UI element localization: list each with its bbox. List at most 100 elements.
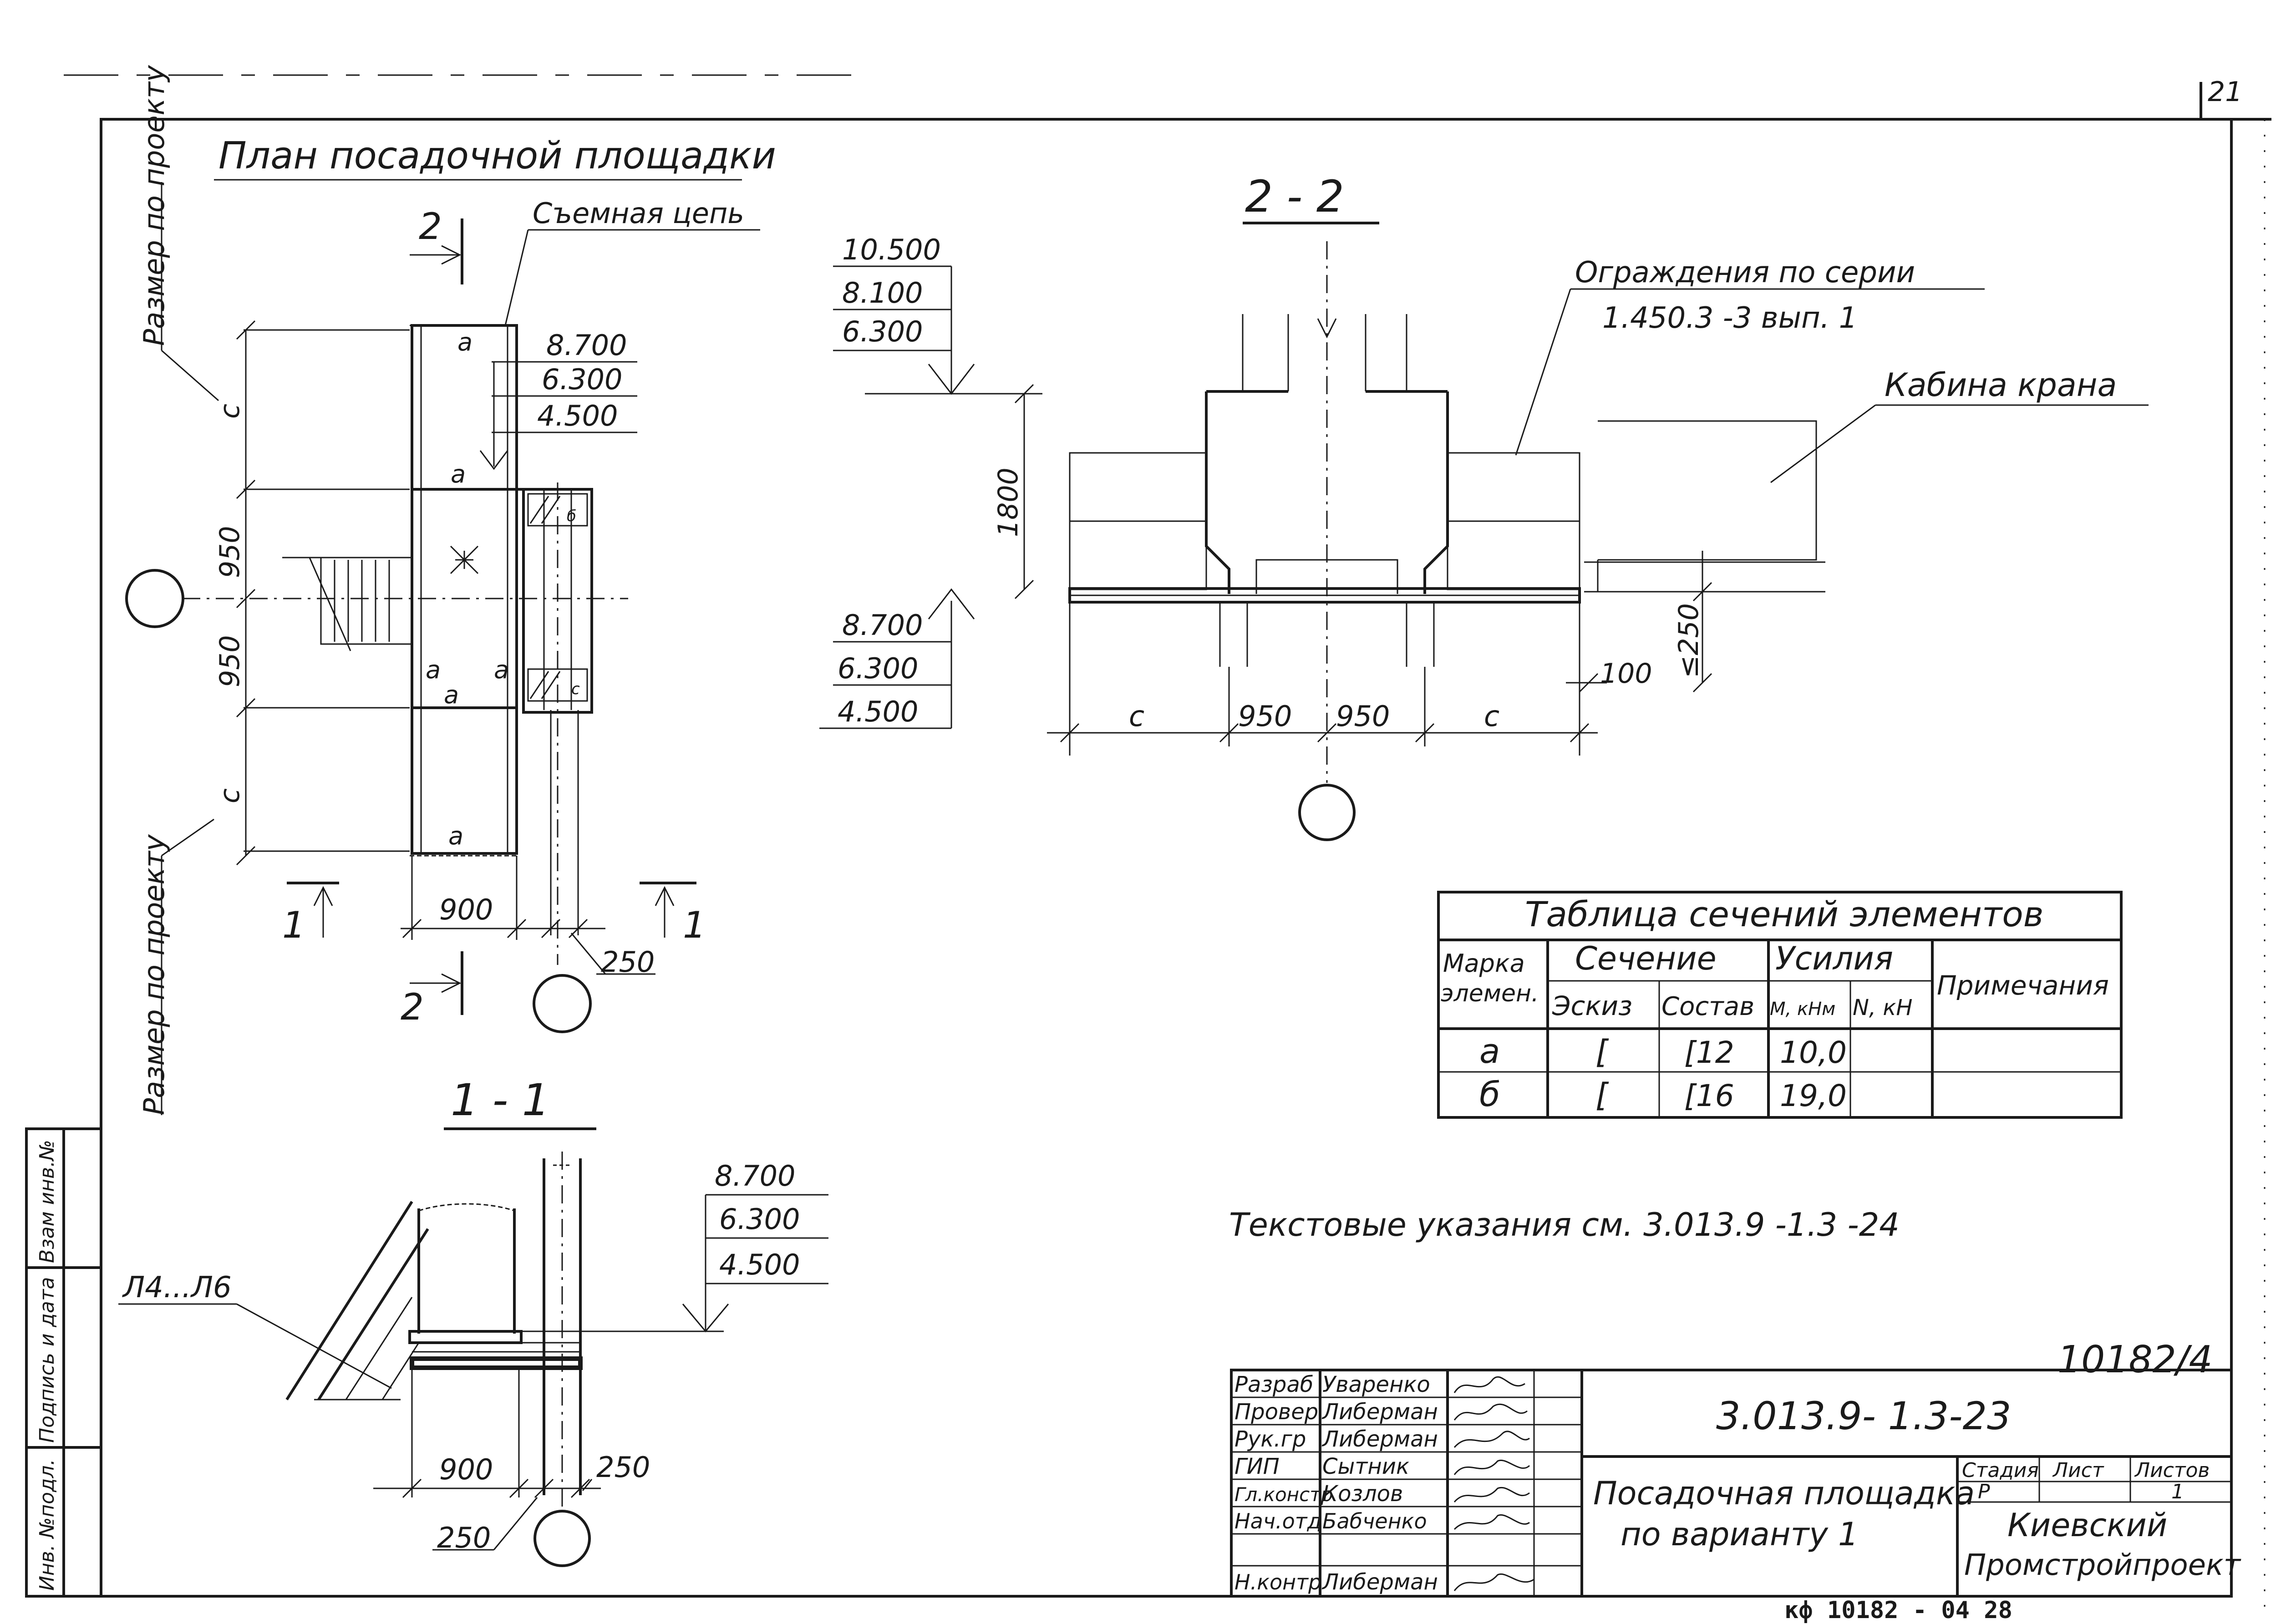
table-header-forces: Усилия	[1775, 940, 1893, 977]
side-stamp-replace-inv: Взам инв.№	[36, 1140, 59, 1263]
tb-sheets-header: Листов	[2134, 1459, 2210, 1482]
plan-view: План посадочной площадки Размер по проек…	[125, 65, 776, 1115]
table-header-m: М, кНм	[1770, 999, 1835, 1020]
tb-role-2: Провер	[1235, 1399, 1318, 1425]
plan-mark-a-2: а	[451, 460, 466, 488]
plan-dim-250: 250	[601, 945, 655, 979]
s22-level-bottom-3: 4.500	[838, 695, 919, 728]
plan-section-1-right: 1	[683, 904, 706, 946]
side-stamp: Взам инв.№ Подпись и дата Инв. №подл.	[25, 1127, 102, 1598]
sheet-corner-number: 21	[2208, 76, 2242, 108]
plan-mark-a-1: а	[457, 328, 472, 356]
table-row-1-m: 10,0	[1780, 1035, 1847, 1070]
plan-mark-a-6: а	[448, 822, 463, 850]
section-2-2-title: 2 - 2	[1245, 171, 1344, 222]
plan-section-2-bottom: 2	[401, 986, 424, 1028]
tb-stage-header: Стадия	[1962, 1459, 2039, 1482]
section-table: Таблица сечений элементов Марка элемен. …	[1437, 891, 2123, 1119]
plan-mark-b: б	[567, 507, 576, 525]
s11-level-1: 8.700	[715, 1159, 796, 1193]
tb-name-6: Бабченко	[1322, 1509, 1427, 1533]
tb-role-4: ГИП	[1235, 1454, 1280, 1479]
tb-footer-code: кф 10182 - 04 28	[1784, 1597, 2012, 1624]
plan-dim-950-bottom: 950	[214, 635, 246, 687]
tb-role-5: Гл.констр	[1235, 1483, 1333, 1506]
tb-stage: Р	[1978, 1480, 1990, 1503]
table-header-mark-1: Марка	[1443, 949, 1525, 978]
s22-level-top-2: 8.100	[842, 276, 923, 310]
plan-title: План посадочной площадки	[218, 134, 776, 178]
plan-size-label-bottom: Размер по проекту	[137, 834, 171, 1115]
s22-level-top-1: 10.500	[842, 233, 941, 266]
s22-level-bottom-2: 6.300	[838, 652, 919, 685]
s22-dim-950-right: 950	[1336, 700, 1390, 733]
table-row-1-mark: а	[1479, 1032, 1500, 1071]
table-row-2-composition: [16	[1684, 1078, 1734, 1113]
text-note: Текстовые указания см. 3.013.9 -1.3 -24	[1229, 1206, 1900, 1243]
tb-role-1: Разраб	[1235, 1372, 1313, 1397]
plan-mark-c: с	[571, 680, 580, 698]
plan-dim-900: 900	[439, 893, 493, 926]
plan-mark-a-5: а	[444, 680, 459, 709]
table-row-2-mark: б	[1479, 1075, 1500, 1114]
s11-level-3: 4.500	[719, 1248, 800, 1281]
section-1-1: 1 - 1 8.700 6.300 4.500 Л4...Л6	[118, 1075, 828, 1567]
s11-dim-250-right: 250	[596, 1451, 650, 1484]
plan-dim-c-top: c	[214, 404, 246, 419]
s22-dim-c-left: c	[1129, 700, 1144, 733]
s22-level-top-3: 6.300	[842, 315, 923, 348]
tb-name-8: Либерман	[1321, 1569, 1438, 1595]
plan-size-label-top: Размер по проекту	[137, 65, 171, 346]
table-header-section: Сечение	[1575, 940, 1717, 977]
s22-dim-950-left: 950	[1238, 700, 1292, 733]
tb-doc-title-1: Посадочная площадка	[1593, 1475, 1975, 1512]
table-row-2-sketch: [	[1595, 1076, 1609, 1114]
tb-role-3: Рук.гр	[1235, 1426, 1306, 1452]
s22-dim-c-right: c	[1484, 700, 1499, 733]
plan-chain-label: Съемная цепь	[533, 197, 744, 230]
s22-fence-label-2: 1.450.3 -3 вып. 1	[1602, 301, 1857, 335]
tb-name-1: Уваренко	[1322, 1372, 1430, 1397]
table-header-n: N, кН	[1853, 995, 1913, 1020]
signature-marks	[1453, 1376, 1534, 1591]
s22-level-bottom-1: 8.700	[842, 609, 923, 642]
section-2-2: 2 - 2 10.500 8.100 6.300 8.700 6.300 4.5…	[819, 171, 2149, 841]
tb-role-6: Нач.отд	[1235, 1509, 1321, 1533]
s11-ladder-label: Л4...Л6	[122, 1271, 232, 1304]
tb-org-1: Киевский	[2007, 1507, 2167, 1544]
table-header-sketch: Эскиз	[1552, 990, 1632, 1021]
side-stamp-inv-orig: Инв. №подл.	[36, 1459, 59, 1591]
tb-role-8: Н.контр	[1235, 1570, 1321, 1594]
table-row-2-m: 19,0	[1780, 1078, 1847, 1113]
s22-dim-250: ≤250	[1673, 603, 1705, 678]
s22-cabin-label: Кабина крана	[1885, 366, 2117, 404]
plan-mark-a-4: а	[494, 655, 509, 684]
tb-org-2: Промстройпроект	[1964, 1548, 2241, 1582]
tb-doc-code: 3.013.9- 1.3-23	[1716, 1394, 2011, 1438]
tb-name-2: Либерман	[1321, 1399, 1438, 1425]
table-title: Таблица сечений элементов	[1525, 894, 2044, 934]
table-row-1-composition: [12	[1684, 1035, 1734, 1070]
table-row-1-sketch: [	[1595, 1033, 1609, 1071]
title-block: Разраб Уваренко Провер Либерман Рук.гр Л…	[1230, 1369, 2241, 1624]
plan-section-2-top: 2	[419, 205, 442, 248]
tb-name-4: Сытник	[1322, 1454, 1409, 1479]
plan-level-3: 4.500	[537, 399, 618, 432]
s11-dim-250-left: 250	[437, 1521, 491, 1554]
s11-level-2: 6.300	[719, 1203, 800, 1236]
table-header-composition: Состав	[1661, 992, 1754, 1021]
sheet-frame: 21	[64, 74, 2271, 1620]
s22-fence-label-1: Ограждения по серии	[1575, 256, 1915, 289]
s22-dim-1800: 1800	[992, 467, 1024, 537]
side-stamp-sign-date: Подпись и дата	[36, 1277, 59, 1443]
plan-section-1-left: 1	[282, 904, 305, 946]
s11-dim-900: 900	[439, 1453, 493, 1486]
tb-name-5: Козлов	[1322, 1481, 1403, 1507]
tb-sheets: 1	[2171, 1480, 2184, 1503]
table-header-mark-2: элемен.	[1441, 980, 1539, 1007]
tb-sheet-header: Лист	[2052, 1459, 2104, 1482]
inventory-number: 10182/4	[2058, 1338, 2213, 1381]
plan-level-1: 8.700	[546, 329, 627, 362]
table-header-notes: Примечания	[1937, 970, 2109, 1001]
